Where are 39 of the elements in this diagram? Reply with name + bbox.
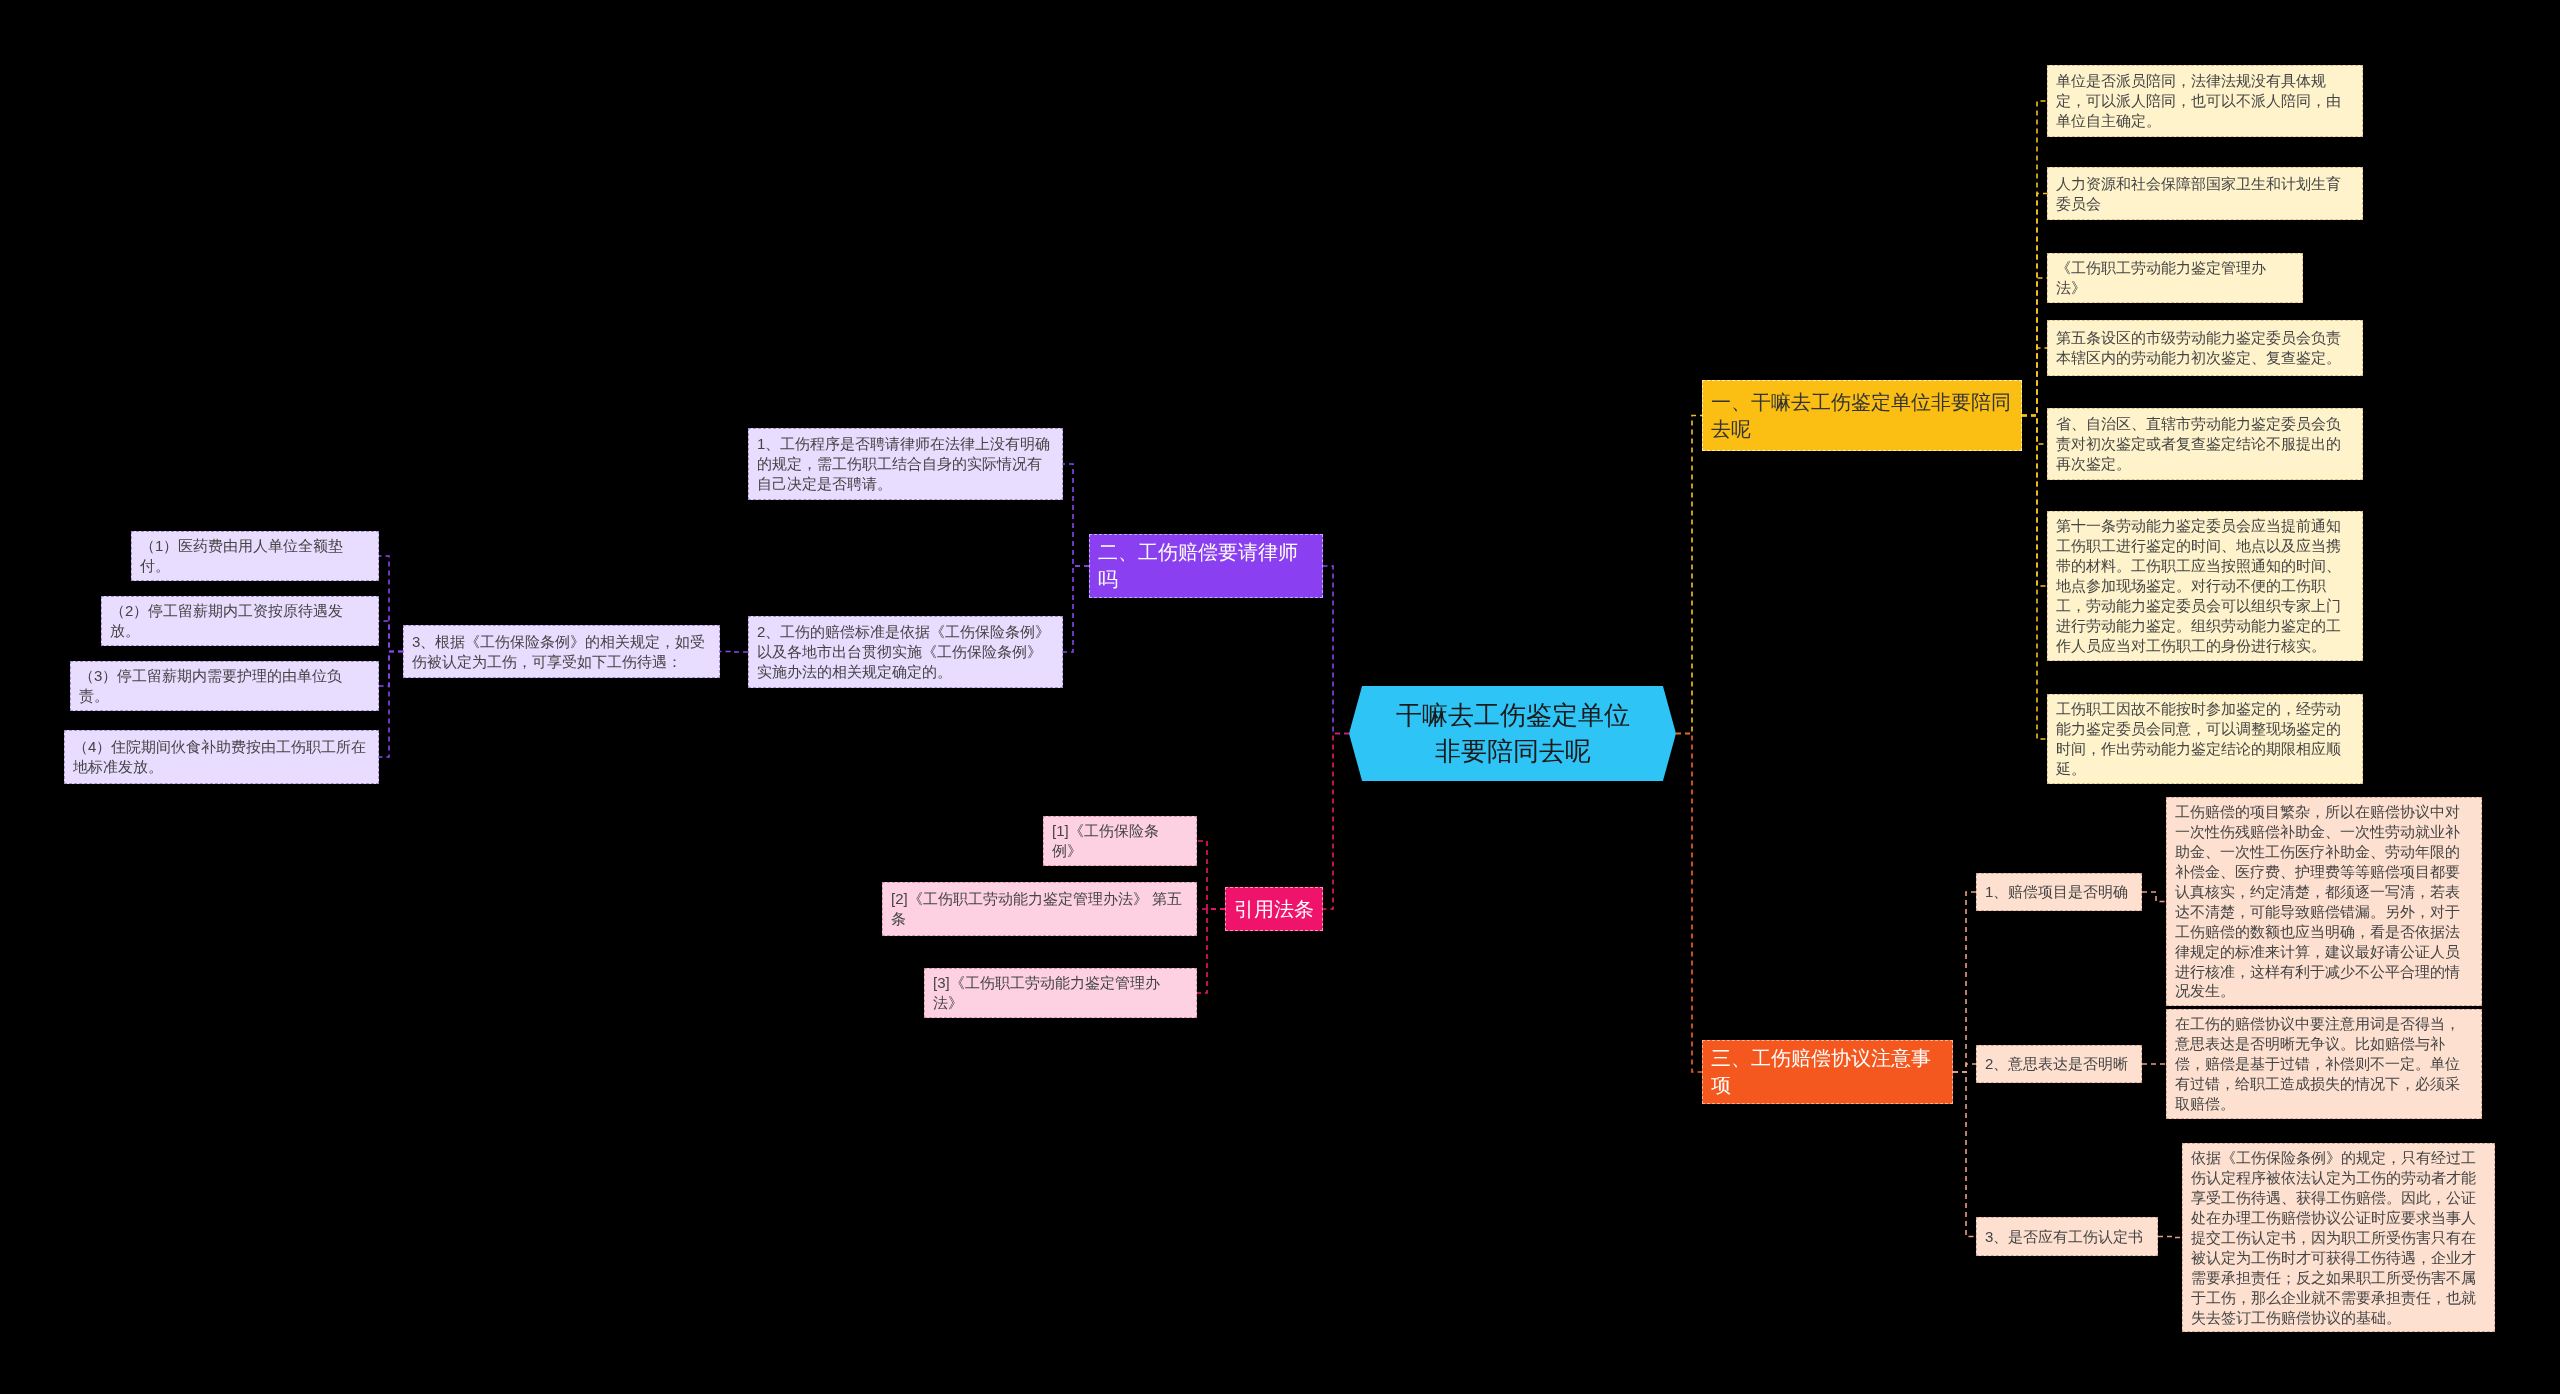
connector-line (378, 650, 404, 758)
branch-topic: 三、工伤赔偿协议注意事项 (1702, 1040, 1953, 1104)
subtopic-box: 2、意思表达是否明晰 (1976, 1045, 2142, 1083)
connector-line (2141, 891, 2167, 903)
subtopic-box: 《工伤职工劳动能力鉴定管理办法》 (2047, 253, 2303, 303)
subtopic-box: 3、是否应有工伤认定书 (1976, 1217, 2158, 1256)
subtopic-box: （4）住院期间伙食补助费按由工伤职工所在地标准发放。 (64, 730, 379, 784)
branch-topic: 二、工伤赔偿要请律师吗 (1089, 534, 1323, 598)
subtopic-box: 单位是否派员陪同，法律法规没有具体规定，可以派人陪同，也可以不派人陪同，由单位自主确定。 (2047, 65, 2363, 137)
subtopic-box: 工伤赔偿的项目繁杂，所以在赔偿协议中对一次性伤残赔偿补助金、一次性劳动就业补助金、一次性工伤医疗补助金、劳动年限的补偿金、医疗费、护理费等等赔偿项目都要认真核实，约定清楚，都须逐一写清，若表达不清楚，可能导致赔偿错漏。另外，对于工伤赔偿的数额也应当明确，看是否依据法律规定的标准来计算，建议最好请公证人员进行核准，这样有利于减少不公平合理的情况发生。 (2166, 797, 2482, 1007)
subtopic-box: （3）停工留薪期内需要护理的由单位负责。 (70, 661, 379, 711)
subtopic-box: （1）医药费由用人单位全额垫付。 (131, 531, 379, 581)
branch-topic: 引用法条 (1225, 887, 1323, 931)
connector-line (719, 650, 749, 653)
central-topic: 干嘛去工伤鉴定单位非要陪同去呢 (1349, 686, 1676, 781)
subtopic-box: 第五条设区的市级劳动能力鉴定委员会负责本辖区内的劳动能力初次鉴定、复查鉴定。 (2047, 320, 2363, 376)
subtopic-box: 工伤职工因故不能按时参加鉴定的，经劳动能力鉴定委员会同意，可以调整现场鉴定的时间，作出劳动能力鉴定结论的期限相应顺延。 (2047, 694, 2363, 784)
subtopic-box: [2]《工伤职工劳动能力鉴定管理办法》 第五条 (882, 882, 1197, 936)
connector-line (1952, 1071, 1977, 1238)
connector-line (2021, 414, 2048, 740)
connector-line (1675, 732, 1703, 1073)
subtopic-box: 3、根据《工伤保险条例》的相关规定，如受伤被认定为工伤，可享受如下工伤待遇： (403, 625, 720, 678)
subtopic-box: 2、工伤的赔偿标准是依据《工伤保险条例》以及各地市出台贯彻实施《工伤保险条例》实施办法的相关规定确定的。 (748, 616, 1063, 688)
subtopic-box: 人力资源和社会保障部国家卫生和计划生育委员会 (2047, 167, 2363, 220)
subtopic-box: 省、自治区、直辖市劳动能力鉴定委员会负责对初次鉴定或者复查鉴定结论不服提出的再次鉴定。 (2047, 408, 2363, 480)
subtopic-box: 1、工伤程序是否聘请律师在法律上没有明确的规定，需工伤职工结合自身的实际情况有自己决定是否聘请。 (748, 428, 1063, 500)
subtopic-box: 在工伤的赔偿协议中要注意用词是否得当，意思表达是否明晰无争议。比如赔偿与补偿，赔偿是基于过错，补偿则不一定。单位有过错，给职工造成损失的情况下，必须采取赔偿。 (2166, 1009, 2482, 1119)
connector-line (1062, 565, 1090, 653)
subtopic-box: （2）停工留薪期内工资按原待遇发放。 (101, 596, 379, 646)
connector-line (1322, 732, 1350, 910)
connector-line (2157, 1235, 2183, 1239)
subtopic-box: 1、赔偿项目是否明确 (1976, 873, 2142, 911)
branch-topic: 一、干嘛去工伤鉴定单位非要陪同去呢 (1702, 380, 2022, 451)
subtopic-box: [3]《工伤职工劳动能力鉴定管理办法》 (924, 968, 1197, 1018)
subtopic-box: 第十一条劳动能力鉴定委员会应当提前通知工伤职工进行鉴定的时间、地点以及应当携带的材料。工伤职工应当按照通知的时间、地点参加现场鉴定。对行动不便的工伤职工，劳动能力鉴定委员会可以组织专家上门进行劳动能力鉴定。组织劳动能力鉴定的工作人员应当对工伤职工的身份进行核实。 (2047, 511, 2363, 661)
connector-line (1196, 908, 1226, 994)
connector-line (2141, 1063, 2167, 1065)
subtopic-box: 依据《工伤保险条例》的规定，只有经过工伤认定程序被依法认定为工伤的劳动者才能享受工伤待遇、获得工伤赔偿。因此，公证处在办理工伤赔偿协议公证时应要求当事人提交工伤认定书，因为职工所受伤害只有在被认定为工伤时才可获得工伤待遇，企业才需要承担责任；反之如果职工所受伤害不属于工伤，那么企业就不需要承担责任，也就失去签订工伤赔偿协议的基础。 (2182, 1143, 2495, 1333)
subtopic-box: [1]《工伤保险条例》 (1043, 816, 1197, 866)
